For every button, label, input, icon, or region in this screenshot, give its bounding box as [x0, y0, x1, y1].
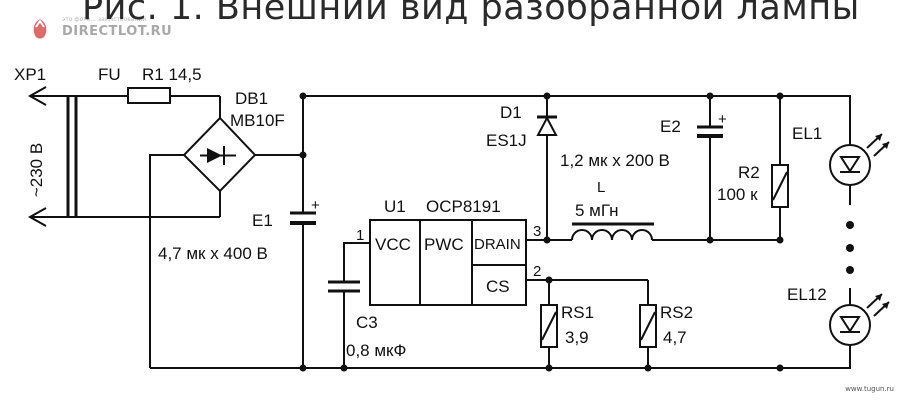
label-l-value: 5 мГн: [575, 201, 619, 220]
label-db1-model: MB10F: [230, 111, 285, 130]
label-pin1: 1: [356, 227, 364, 244]
led-el1: [829, 133, 890, 186]
label-e2: E2: [660, 117, 681, 136]
label-fu: FU: [98, 65, 121, 84]
led-string: [780, 95, 851, 369]
label-e1-value: 4,7 мк x 400 В: [158, 244, 268, 263]
watermark-text: DIRECTLOT.RU: [62, 24, 173, 39]
label-e1: E1: [252, 211, 273, 230]
label-u1-model: OCP8191: [426, 197, 501, 216]
inductor-l: [571, 222, 780, 241]
label-el1: EL1: [792, 124, 822, 143]
junction-dots: [299, 92, 784, 372]
label-rs2-value: 4,7: [663, 328, 687, 347]
label-vcc: VCC: [375, 235, 411, 254]
label-drain: DRAIN: [474, 236, 521, 253]
label-u1: U1: [384, 197, 406, 216]
label-db1: DB1: [235, 89, 268, 108]
resistor-r2: [771, 96, 789, 240]
label-pwc: PWC: [424, 235, 464, 254]
label-r2: R2: [738, 163, 760, 182]
directlot-logo-icon: [33, 19, 47, 39]
label-e2-plus: +: [718, 111, 727, 128]
led-el12: [829, 293, 890, 346]
label-pin3: 3: [533, 223, 541, 240]
label-e2-value: 1,2 мк x 200 В: [560, 151, 670, 170]
label-c3-value: 0,8 мкФ: [346, 341, 406, 360]
resistor-rs1: [540, 280, 558, 368]
label-d1: D1: [500, 103, 522, 122]
watermark-caption: это фото... заимствований: [62, 16, 147, 23]
label-c3: C3: [356, 313, 378, 332]
label-rs1: RS1: [561, 303, 594, 322]
label-e1-plus: +: [311, 197, 320, 214]
connector-xp1: [27, 86, 80, 227]
label-pin2: 2: [533, 263, 541, 280]
diode-d1: [536, 96, 558, 240]
resistor-rs2: [639, 280, 657, 368]
label-xp1: XP1: [14, 65, 46, 84]
wire-vcc: [343, 242, 370, 282]
bridge-rectifier-db1: [80, 96, 303, 368]
label-d1-model: ES1J: [486, 131, 527, 150]
capacitor-c3: [328, 280, 360, 368]
label-el12: EL12: [787, 285, 827, 304]
capacitor-e1: [290, 211, 316, 368]
label-voltage: ~230 В: [27, 143, 46, 197]
label-r2-value: 100 к: [717, 185, 758, 204]
label-rs2: RS2: [660, 303, 693, 322]
credit-text: www.tugun.ru: [845, 385, 894, 393]
figure-title: Рис. 1. Внешний вид разобранной лампы: [82, 0, 860, 28]
ic-u1: [369, 219, 527, 306]
fuse-resistor-r1: [80, 87, 220, 104]
label-l: L: [597, 179, 605, 196]
label-r1: R1 14,5: [142, 65, 202, 84]
label-cs: CS: [486, 277, 510, 296]
label-rs1-value: 3,9: [565, 328, 589, 347]
led-ellipsis: [846, 221, 854, 274]
capacitor-e2: [697, 96, 723, 240]
